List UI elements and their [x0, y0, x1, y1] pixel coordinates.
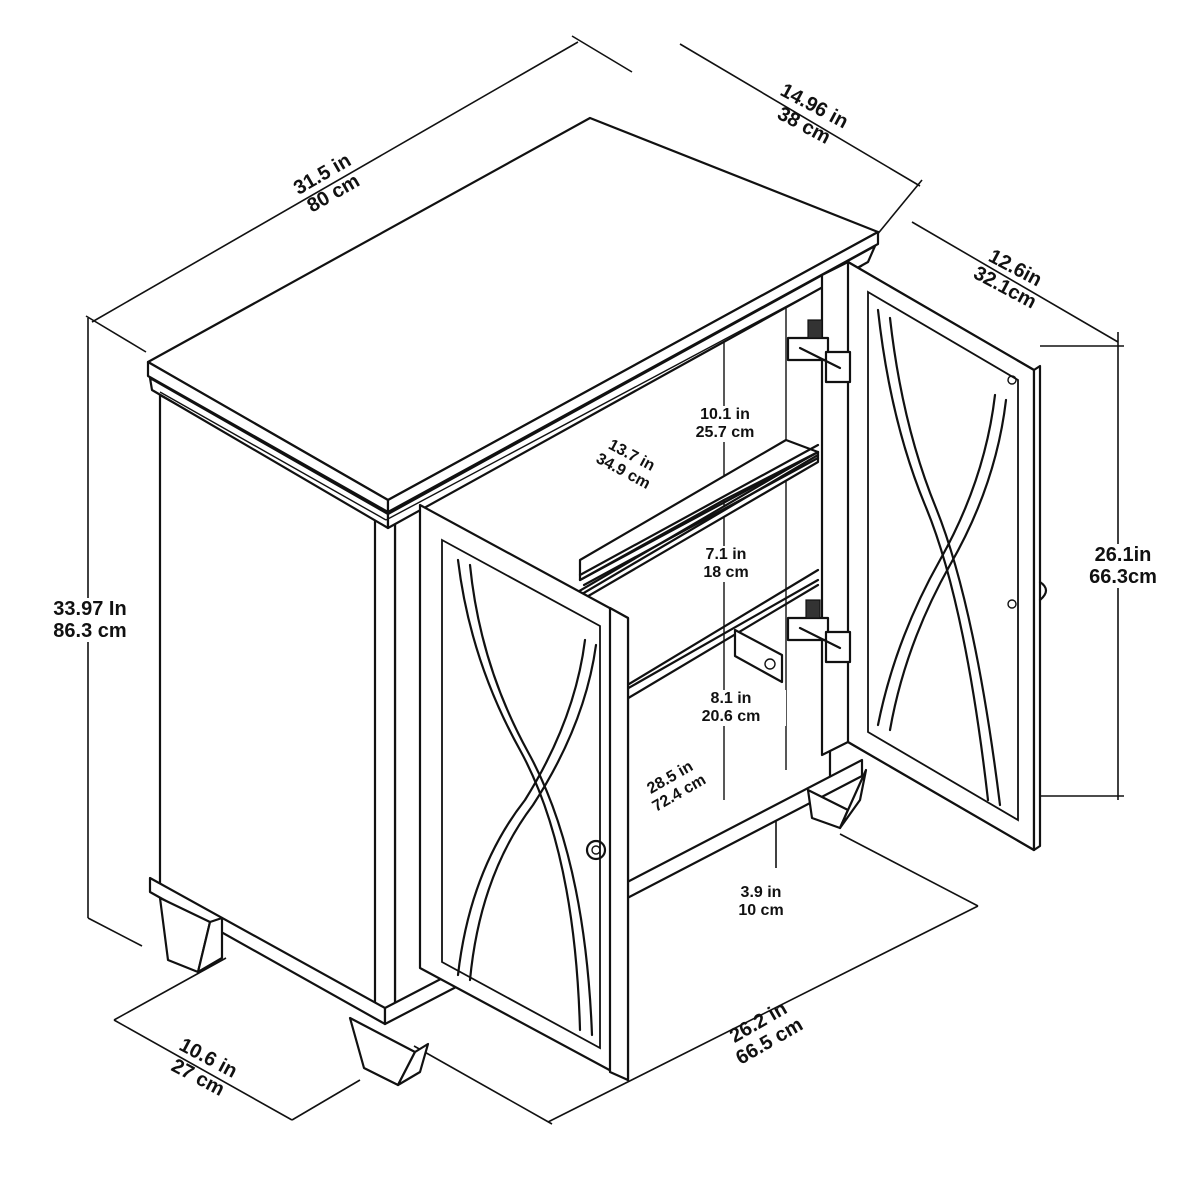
total-height-cm: 86.3 cm	[53, 620, 127, 642]
lower-shelf-in: 8.1 in	[710, 690, 752, 707]
left-door	[418, 503, 630, 1082]
total-height-in: 33.97 In	[53, 598, 127, 620]
total-height-label: 33.97 In 86.3 cm	[30, 598, 150, 642]
right-door	[786, 260, 1048, 852]
door-height-cm: 66.3cm	[1089, 566, 1157, 588]
lower-hinge	[786, 599, 852, 664]
upper-shelf-cm: 25.7 cm	[695, 424, 755, 441]
middle-shelf-in: 7.1 in	[705, 546, 747, 563]
door-height-in: 26.1in	[1094, 544, 1152, 566]
upper-shelf-in: 10.1 in	[700, 406, 750, 423]
door-height-label: 26.1in 66.3cm	[1068, 544, 1178, 588]
upper-shelf-label: 10.1 in 25.7 cm	[670, 406, 780, 442]
lower-shelf-label: 8.1 in 20.6 cm	[676, 690, 786, 726]
middle-shelf-cm: 18 cm	[703, 564, 749, 581]
upper-hinge	[786, 319, 852, 384]
leg-height-label: 3.9 in 10 cm	[716, 884, 806, 920]
leg-height-cm: 10 cm	[738, 902, 784, 919]
lower-shelf-cm: 20.6 cm	[701, 708, 761, 725]
middle-shelf-label: 7.1 in 18 cm	[676, 546, 776, 582]
leg-height-in: 3.9 in	[740, 884, 782, 901]
